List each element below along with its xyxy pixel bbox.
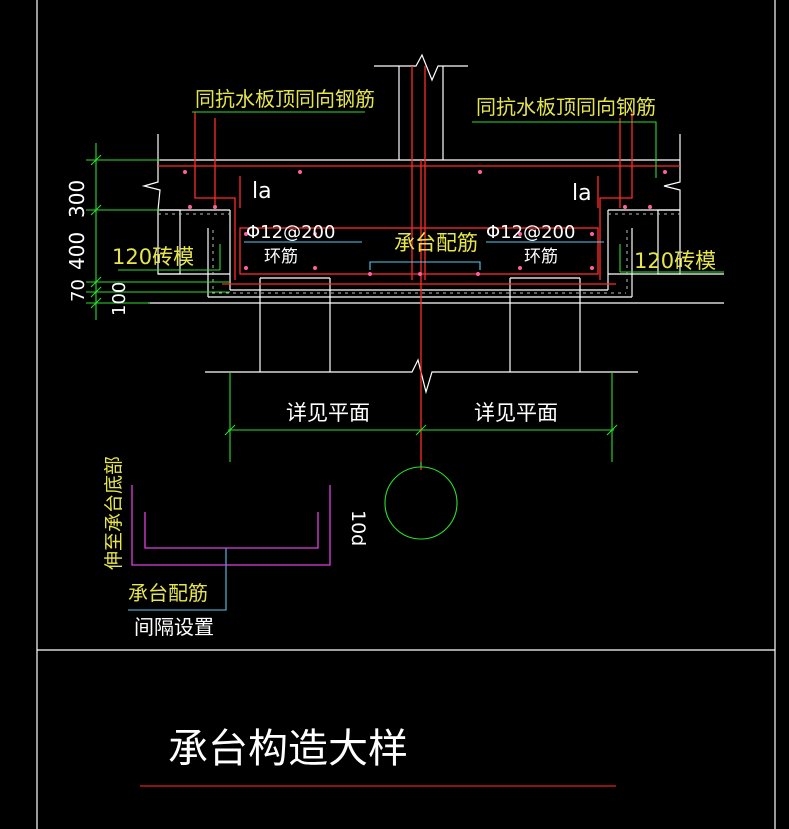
label-brick-mold-left: 120砖模 (112, 245, 194, 269)
label-cap-rebar-spacing-1: 承台配筋 (128, 581, 208, 605)
dim-70: 70 (68, 279, 89, 302)
label-cap-rebar-spacing-2: 间隔设置 (134, 615, 214, 639)
label-extend-to-cap-bottom: 伸至承台底部 (103, 456, 125, 570)
label-brick-mold-right: 120砖模 (634, 249, 716, 273)
dim-300: 300 (65, 180, 89, 218)
label-stirrup-spec-left: Φ12@200 (246, 222, 335, 243)
label-rebar-same-dir-left: 同抗水板顶同向钢筋 (195, 87, 375, 111)
dimension-lines (86, 111, 724, 540)
drawing-title: 承台构造大样 (168, 726, 408, 772)
dim-100: 100 (109, 282, 130, 316)
label-stirrup-right: 环筋 (524, 247, 558, 267)
drawing-frame (36, 0, 776, 829)
label-la-right: la (572, 181, 592, 206)
dim-400: 400 (65, 232, 89, 270)
label-see-plan-right: 详见平面 (474, 401, 558, 425)
hooked-bar-detail (131, 485, 331, 566)
dim-10d: 10d (347, 510, 369, 546)
rebar-dots (183, 170, 667, 276)
leader-lines-cyan (128, 241, 604, 611)
column-break (374, 53, 468, 160)
piles (205, 277, 638, 395)
label-stirrup-spec-right: Φ12@200 (486, 222, 575, 243)
pile-cap-outline (141, 134, 724, 304)
rebar (158, 66, 680, 470)
label-rebar-same-dir-right: 同抗水板顶同向钢筋 (476, 95, 656, 119)
label-stirrup-left: 环筋 (264, 247, 298, 267)
label-la-left: la (252, 179, 272, 204)
label-see-plan-left: 详见平面 (286, 401, 370, 425)
label-cap-rebar: 承台配筋 (394, 231, 478, 255)
